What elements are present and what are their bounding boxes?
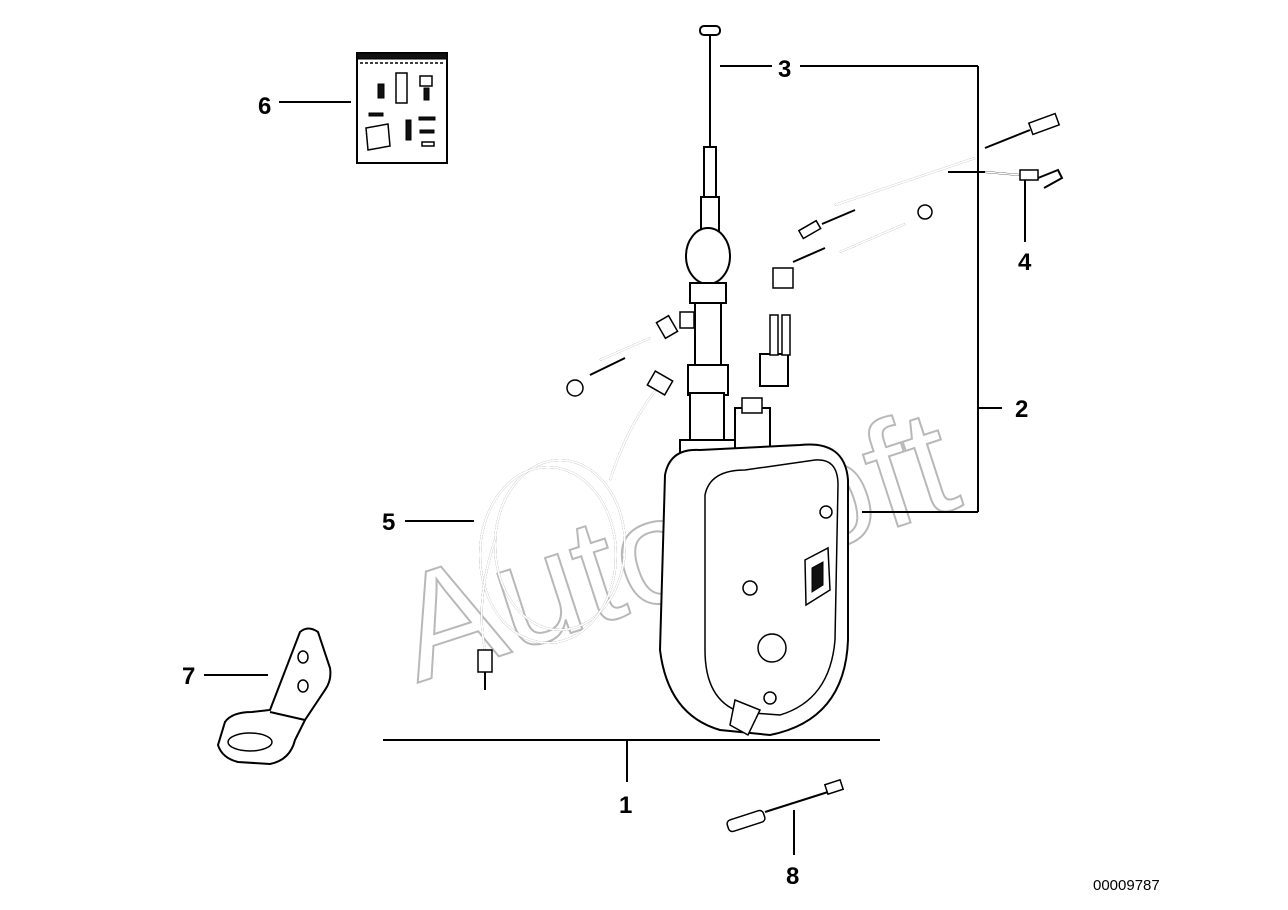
callout-3: 3 xyxy=(778,56,791,83)
part-6-small-parts-kit[interactable] xyxy=(356,52,448,164)
part-4-cable[interactable] xyxy=(948,112,1064,189)
callout-6: 6 xyxy=(258,93,271,120)
callout-8: 8 xyxy=(786,863,799,890)
part-8-adapter-cable[interactable] xyxy=(726,778,845,833)
callout-2: 2 xyxy=(1015,396,1028,423)
part-1-antenna-motor[interactable] xyxy=(658,227,849,737)
part-5-coax-cable[interactable] xyxy=(477,311,695,690)
diagram-code: 00009787 xyxy=(1093,877,1160,894)
leader-lines xyxy=(204,65,1026,855)
callout-7: 7 xyxy=(182,663,195,690)
part-2-cable-set[interactable] xyxy=(566,157,976,397)
callout-5: 5 xyxy=(382,509,395,536)
callout-1: 1 xyxy=(619,792,632,819)
part-3-telescopic-mast[interactable] xyxy=(699,25,721,243)
callout-4: 4 xyxy=(1018,249,1032,276)
part-7-bracket[interactable] xyxy=(216,627,332,766)
